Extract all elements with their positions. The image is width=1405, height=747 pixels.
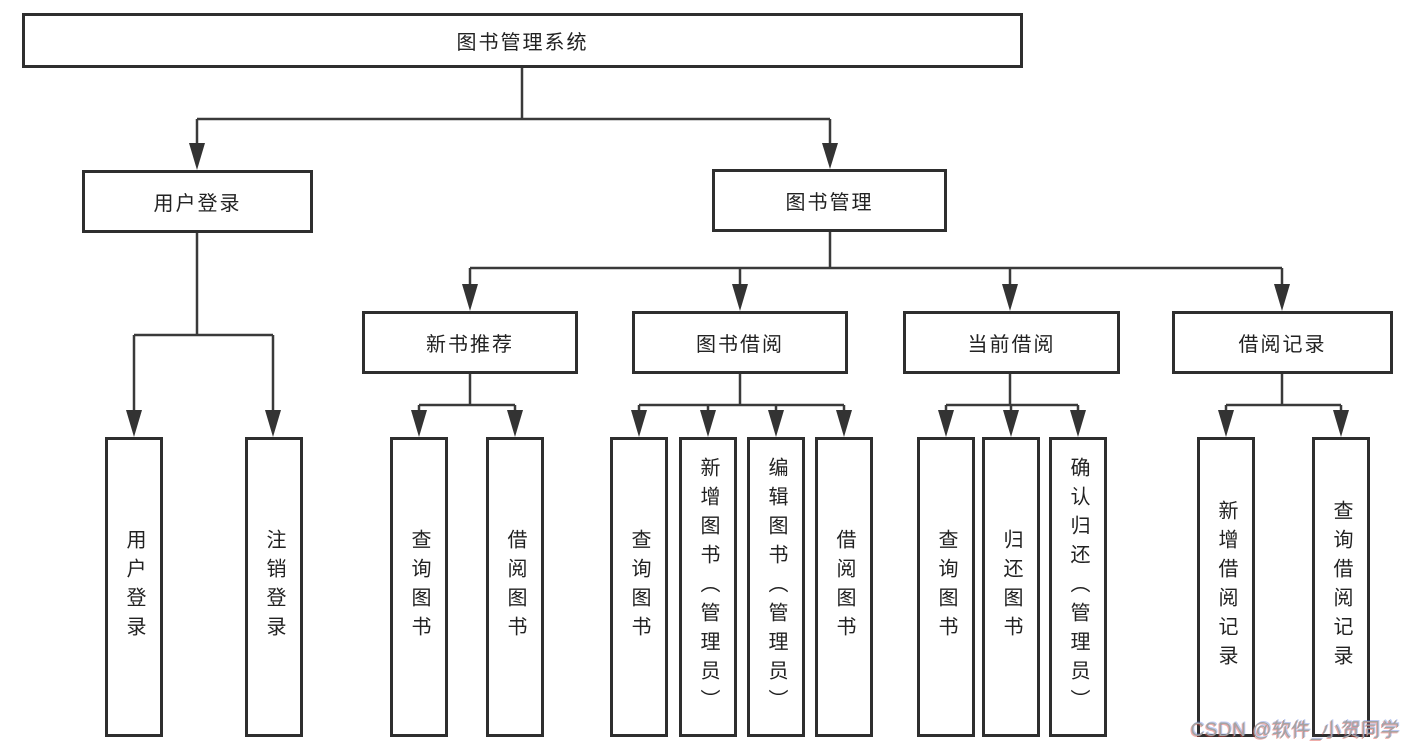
leaf-label: 新增图书（管理员） [697,456,719,718]
leaf-query-borrow-record: 查询借阅记录 [1312,437,1370,737]
leaf-add-borrow-record: 新增借阅记录 [1197,437,1255,737]
node-library-management-system: 图书管理系统 [22,13,1023,68]
leaf-label: 查询图书 [408,529,430,645]
leaf-label: 新增借阅记录 [1215,500,1237,674]
leaf-label: 查询图书 [628,529,650,645]
node-label: 当前借阅 [967,334,1056,356]
leaf-label: 归还图书 [1000,529,1022,645]
leaf-label: 确认归还（管理员） [1067,456,1089,718]
leaf-add-books-admin: 新增图书（管理员） [679,437,737,737]
leaf-label: 用户登录 [123,529,145,645]
csdn-watermark: CSDN @软件_小贺同学 [1190,720,1400,741]
leaf-query-books: 查询图书 [610,437,668,737]
node-label: 借阅记录 [1238,334,1327,356]
node-user-login: 用户登录 [82,170,313,233]
node-label: 图书管理系统 [456,32,589,54]
leaf-borrow-books: 借阅图书 [486,437,544,737]
node-label: 图书管理 [785,192,874,214]
node-new-book-recommend: 新书推荐 [362,311,578,374]
node-label: 用户登录 [153,193,242,215]
leaf-query-books: 查询图书 [390,437,448,737]
leaf-label: 注销登录 [263,529,285,645]
leaf-label: 查询借阅记录 [1330,500,1352,674]
node-borrow-record: 借阅记录 [1172,311,1393,374]
node-book-management: 图书管理 [712,169,947,232]
node-label: 新书推荐 [426,334,514,356]
leaf-query-books: 查询图书 [917,437,975,737]
leaf-confirm-return-admin: 确认归还（管理员） [1049,437,1107,737]
leaf-label: 借阅图书 [504,529,526,645]
node-book-borrow: 图书借阅 [632,311,848,374]
leaf-label: 借阅图书 [833,529,855,645]
leaf-label: 查询图书 [935,529,957,645]
leaf-edit-books-admin: 编辑图书（管理员） [747,437,805,737]
node-current-borrow: 当前借阅 [903,311,1120,374]
leaf-borrow-books: 借阅图书 [815,437,873,737]
leaf-user-login: 用户登录 [105,437,163,737]
leaf-logout: 注销登录 [245,437,303,737]
node-label: 图书借阅 [696,334,784,356]
leaf-label: 编辑图书（管理员） [765,456,787,718]
arrowheads [126,143,1349,437]
leaf-return-books: 归还图书 [982,437,1040,737]
